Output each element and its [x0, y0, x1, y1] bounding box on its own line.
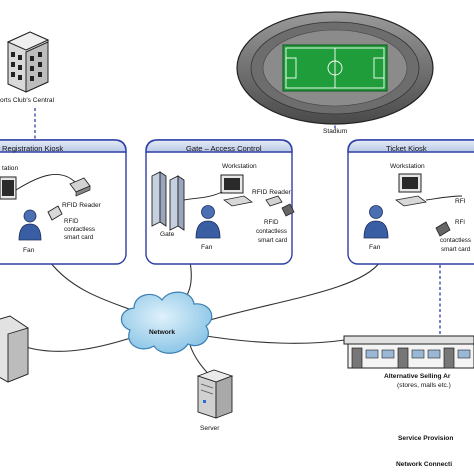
- network-label: Network: [149, 329, 175, 336]
- stadium-label: Stadium: [323, 128, 348, 135]
- ticket-kiosk-title: Ticket Kiosk: [386, 144, 427, 153]
- legend-service-provision-label: Service Provision: [398, 435, 453, 442]
- gate-turnstile-icon: [151, 171, 185, 231]
- ticket-card-label-2: contactless: [440, 237, 471, 244]
- gate-card-label-1: RFID: [264, 219, 279, 226]
- gate-card-label-2: contactless: [256, 228, 287, 235]
- registration-fan-label: Fan: [23, 247, 35, 254]
- gate-workstation-label: Workstation: [222, 163, 257, 170]
- sports-club-label: orts Club's Central: [0, 97, 55, 104]
- gate-fan-icon: [195, 205, 221, 239]
- registration-card-label-1: RFID: [64, 218, 79, 225]
- ticket-workstation-label: Workstation: [390, 163, 425, 170]
- registration-rfid-reader-label: RFID Reader: [62, 202, 102, 209]
- gate-rfid-reader-label: RFID Reader: [252, 189, 292, 196]
- server-icon: [196, 369, 234, 419]
- gate-smart-card-icon: [281, 203, 295, 217]
- registration-fan-icon: [18, 209, 42, 241]
- registration-workstation-icon: [0, 176, 17, 200]
- registration-kiosk-title: Registration Kiosk: [2, 144, 63, 153]
- gate-fan-label: Fan: [201, 244, 213, 251]
- legend: Service Provision Network Connecti: [396, 435, 453, 468]
- gate-card-label-3: smart card: [258, 237, 288, 244]
- gate-access-control-panel: [145, 139, 293, 265]
- registration-workstation-label: tation: [2, 165, 18, 172]
- gate-access-control-title: Gate – Access Control: [186, 144, 262, 153]
- gate-workstation-icon: [220, 174, 253, 207]
- stadium-icon: [236, 11, 434, 125]
- ticket-card-label-1: RFI: [455, 219, 465, 226]
- gate-rfid-reader-icon: [265, 195, 283, 207]
- alt-selling-label-1: Alternative Selling Ar: [384, 373, 451, 380]
- server-label: Server: [200, 425, 220, 432]
- registration-smart-card-icon: [47, 205, 63, 221]
- ticket-smart-card-icon: [435, 221, 451, 237]
- alt-selling-label-2: (stores, malls etc.): [397, 382, 451, 389]
- stores-building-icon: [343, 335, 474, 369]
- registration-rfid-reader-icon: [69, 177, 91, 197]
- registration-card-label-2: contactless: [64, 226, 95, 233]
- ticket-workstation-icon: [395, 173, 427, 207]
- legend-network-connection-label: Network Connecti: [396, 461, 452, 468]
- ticket-fan-label: Fan: [369, 244, 381, 251]
- registration-card-label-3: smart card: [64, 234, 94, 241]
- ticket-card-label-3: smart card: [441, 246, 471, 253]
- ticket-fan-icon: [363, 205, 389, 239]
- gate-label: Gate: [160, 231, 175, 238]
- partial-device-icon: [0, 315, 29, 383]
- ticket-rfid-reader-label: RFI: [455, 198, 466, 205]
- network-cloud-icon: [120, 291, 213, 354]
- sports-club-building-icon: [6, 31, 50, 93]
